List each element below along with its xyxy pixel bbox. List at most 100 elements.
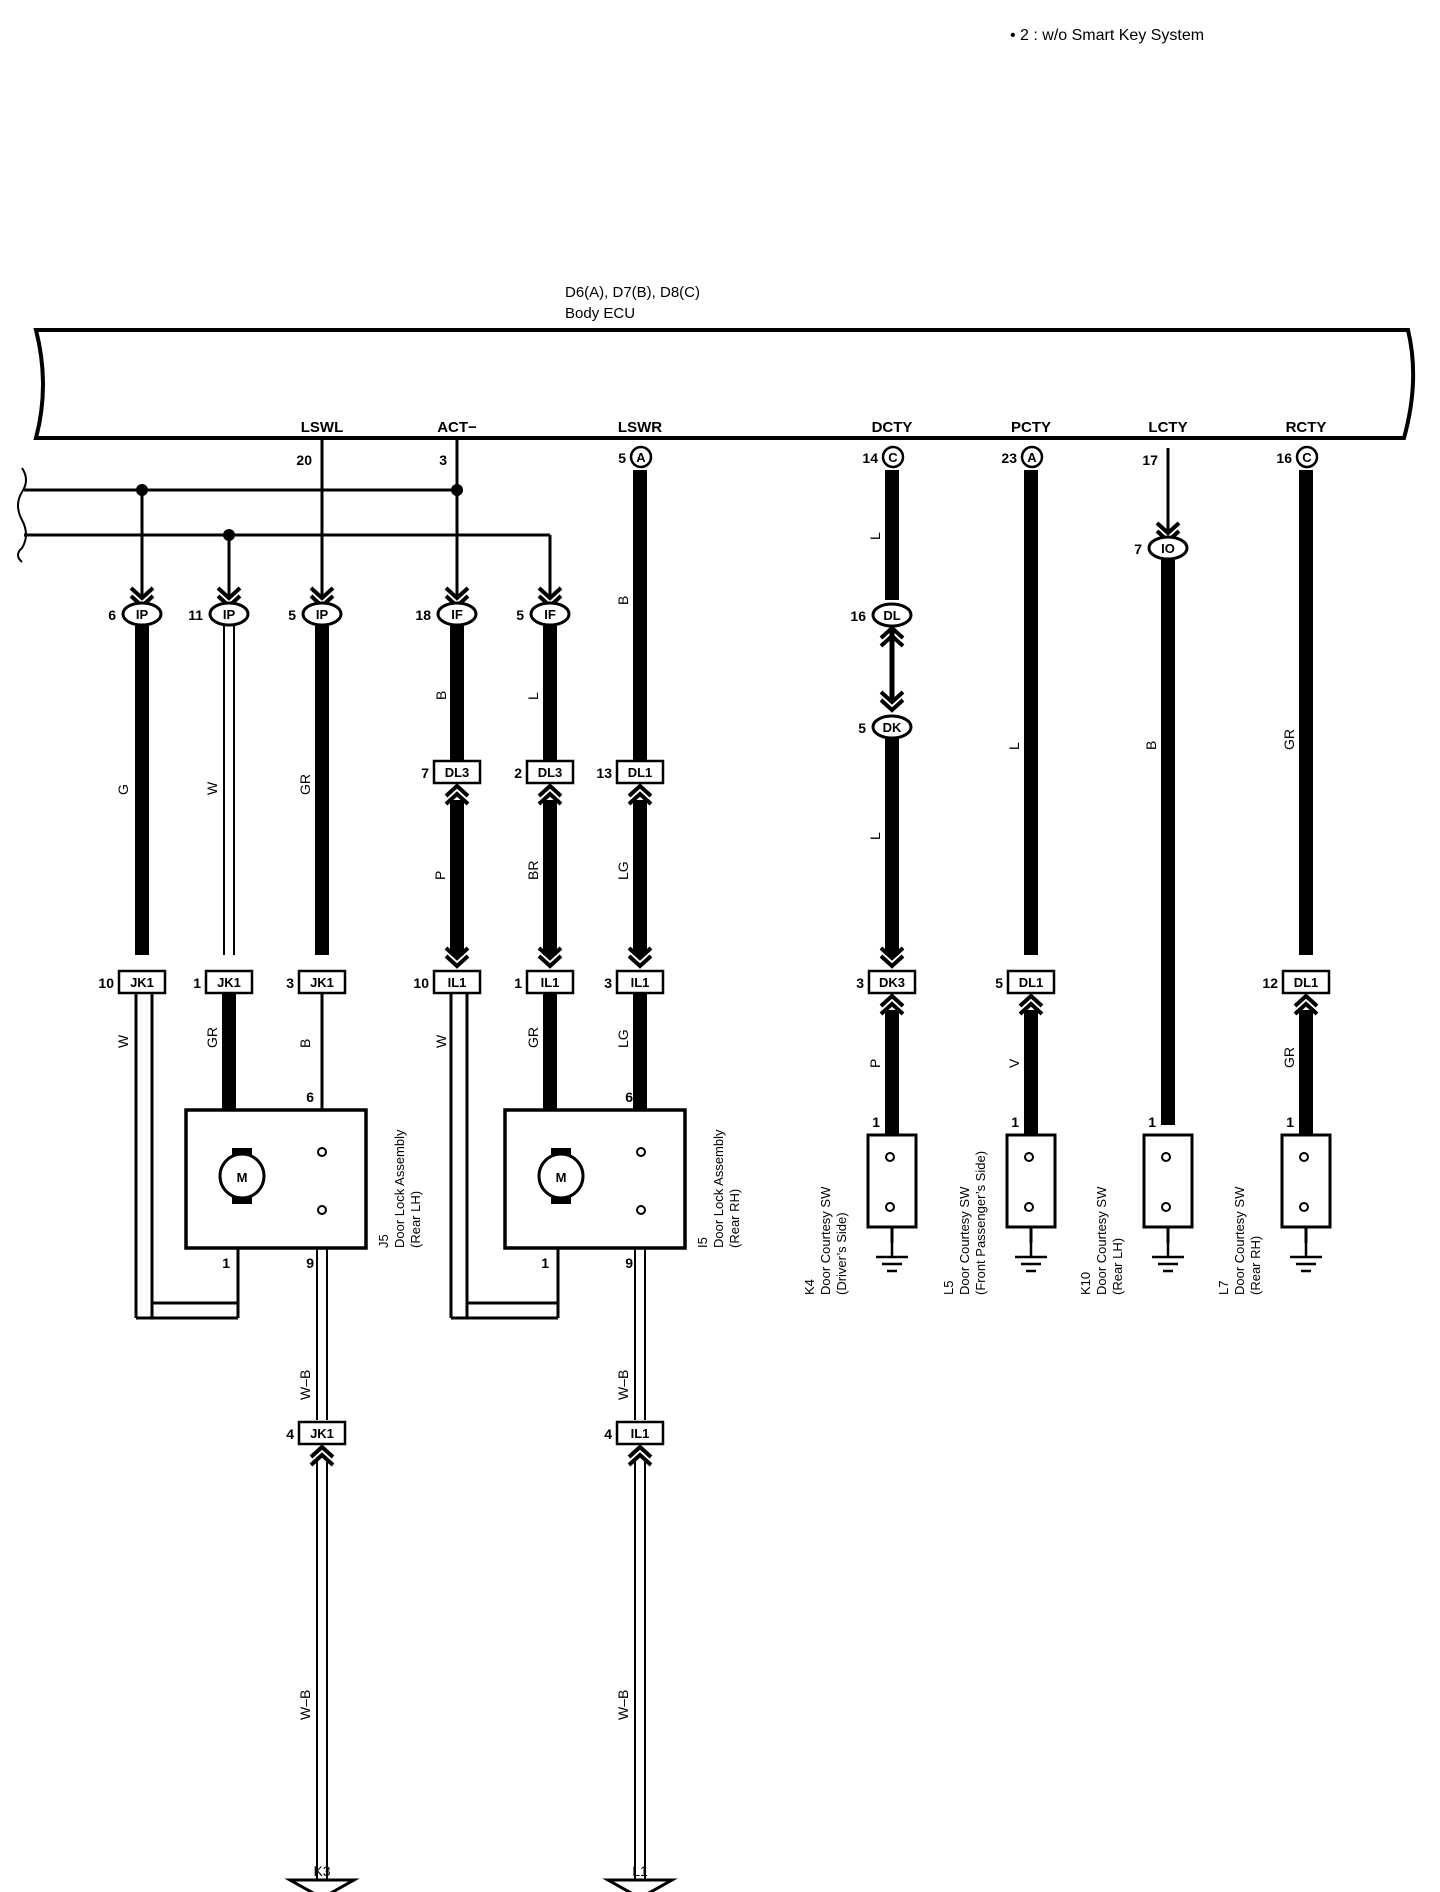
courtesy-switch-K4-contact-top (885, 1152, 895, 1162)
wire-color-lower-2: B (297, 1039, 313, 1048)
dcty-arrow-down-2 (879, 954, 905, 969)
ground-arrow-up-0 (309, 1444, 335, 1459)
terminal-ACT-label: ACT− (437, 419, 477, 436)
mid-connector-2-box (615, 759, 665, 785)
courtesy-switch-K10-name: Door Courtesy SW (1094, 1186, 1109, 1295)
row-arrow-up-2 (1293, 993, 1319, 1008)
junction-io-label: IO (1161, 541, 1175, 556)
ground-connector-0-pin: 4 (286, 1426, 294, 1442)
terminal-DCTY-label: DCTY (872, 419, 913, 436)
terminal-connector-2-circle (629, 445, 653, 469)
wire-color-mid-2: LG (615, 861, 631, 880)
ground-triangle-1 (602, 1878, 678, 1892)
wire-color-lower-6: P (867, 1059, 883, 1068)
motor-brush-top-0 (232, 1148, 252, 1156)
assembly-0-pin-1: 1 (222, 1255, 230, 1271)
upper-arrow-2 (309, 586, 335, 601)
wire-color-wb-upper-1: W–B (615, 1370, 631, 1400)
motor-label-0: M (237, 1170, 248, 1185)
switch-K10-pin: 1 (1148, 1114, 1156, 1130)
terminal-pin-6: 16 (1276, 450, 1292, 466)
terminal-connector-6-letter: C (1302, 450, 1312, 465)
courtesy-switch-K4-box (866, 1133, 918, 1229)
junction-dk-label: DK (883, 720, 902, 735)
labels-layer: LSWL20ACT−3LSWRA5DCTYC14PCTYA23LCTY17RCT… (98, 419, 1326, 1879)
junction-1-pin: 11 (188, 607, 203, 623)
wire-color-gr: GR (297, 774, 313, 795)
wire-color-lcty: B (1143, 741, 1159, 750)
wire-color-lower-1: GR (204, 1027, 220, 1048)
mid-arrow-up-0 (444, 783, 470, 798)
courtesy-switch-L5-name: Door Courtesy SW (957, 1186, 972, 1295)
mid-connector-1-pin: 2 (514, 765, 522, 781)
mid-connector-1-box (525, 759, 575, 785)
courtesy-switch-K10-box (1142, 1133, 1194, 1229)
row-connector-8-pin: 12 (1262, 975, 1278, 991)
courtesy-switch-K4-id: K4 (802, 1279, 817, 1295)
courtesy-switch-L7-side: (Rear RH) (1248, 1236, 1263, 1295)
wire-color-mid-0: P (432, 871, 448, 880)
dl-arrow-up (879, 625, 905, 640)
row-arrow-up-2-2 (1293, 1001, 1319, 1016)
junction-4-oval (529, 601, 571, 627)
ground-triangle-0 (284, 1878, 360, 1892)
row-connector-3-box (432, 969, 482, 995)
mid-arrow-down-1 (537, 946, 563, 961)
upper-arrow-0 (129, 586, 155, 601)
assembly-0-side: (Rear LH) (408, 1191, 423, 1248)
wire-color-l-if: L (525, 692, 541, 700)
courtesy-switch-K10-side: (Rear LH) (1110, 1238, 1125, 1295)
junction-0-oval (121, 601, 163, 627)
courtesy-switch-K4-name: Door Courtesy SW (818, 1186, 833, 1295)
assembly-0-pin-9: 9 (306, 1255, 314, 1271)
ground-connector-1-box (615, 1420, 665, 1446)
wire-color-lower-3: W (433, 1034, 449, 1048)
courtesy-switch-K10-contact-top (1161, 1152, 1171, 1162)
switch-contact-bottom-0 (317, 1205, 327, 1215)
row-arrow-up-0-2 (879, 1001, 905, 1016)
wire-color-mid-1: BR (525, 861, 541, 880)
ground-arrow-up-0-2 (309, 1452, 335, 1467)
wire-color-b-lswr: B (615, 596, 631, 605)
dk-arrow-down (879, 690, 905, 705)
courtesy-switch-L5-contact-top (1024, 1152, 1034, 1162)
upper-arrow-4 (537, 586, 563, 601)
motor-label-1: M (556, 1170, 567, 1185)
junction-dk-pin: 5 (858, 720, 866, 736)
ground-label-L1: L1 (632, 1863, 648, 1879)
row-connector-2-label: JK1 (310, 975, 334, 990)
terminal-connector-3-letter: C (888, 450, 898, 465)
wire-color-wb-upper-0: W–B (297, 1370, 313, 1400)
junction-4-label: IF (544, 607, 556, 622)
switch-contact-bottom-1 (636, 1205, 646, 1215)
junction-4-pin: 5 (516, 607, 524, 623)
wire-color-lower-0: W (115, 1034, 131, 1048)
mid-connector-2-label: DL1 (628, 765, 653, 780)
wire-color-wb-lower-1: W–B (615, 1690, 631, 1720)
mid-arrow-up-0-2 (444, 791, 470, 806)
courtesy-switch-L5-side: (Front Passenger’s Side) (973, 1151, 988, 1295)
row-connector-5-pin: 3 (604, 975, 612, 991)
terminal-connector-4-circle (1020, 445, 1044, 469)
terminal-connector-2-letter: A (636, 450, 646, 465)
junction-2-pin: 5 (288, 607, 296, 623)
courtesy-switch-L7-contact-bottom (1299, 1202, 1309, 1212)
courtesy-switch-L5-contact-bottom (1024, 1202, 1034, 1212)
terminal-pin-0: 20 (296, 452, 312, 468)
mid-connector-0-pin: 7 (421, 765, 429, 781)
row-connector-1-label: JK1 (217, 975, 241, 990)
assembly-0-pin-4: 4 (226, 1089, 234, 1105)
ground-arrow-up-1 (627, 1444, 653, 1459)
junction-2-label: IP (316, 607, 329, 622)
mid-arrow-down-0 (444, 946, 470, 961)
door-lock-assembly-1-box (503, 1108, 687, 1250)
assembly-0-name: Door Lock Assembly (392, 1129, 407, 1248)
junction-0-label: IP (136, 607, 149, 622)
mid-arrow-down-2 (627, 946, 653, 961)
motor-brush-bottom-1 (551, 1196, 571, 1204)
courtesy-switch-L5-id: L5 (941, 1281, 956, 1295)
assembly-1-pin-4: 4 (545, 1089, 553, 1105)
ground-arrow-up-1-2 (627, 1452, 653, 1467)
row-connector-2-pin: 3 (286, 975, 294, 991)
